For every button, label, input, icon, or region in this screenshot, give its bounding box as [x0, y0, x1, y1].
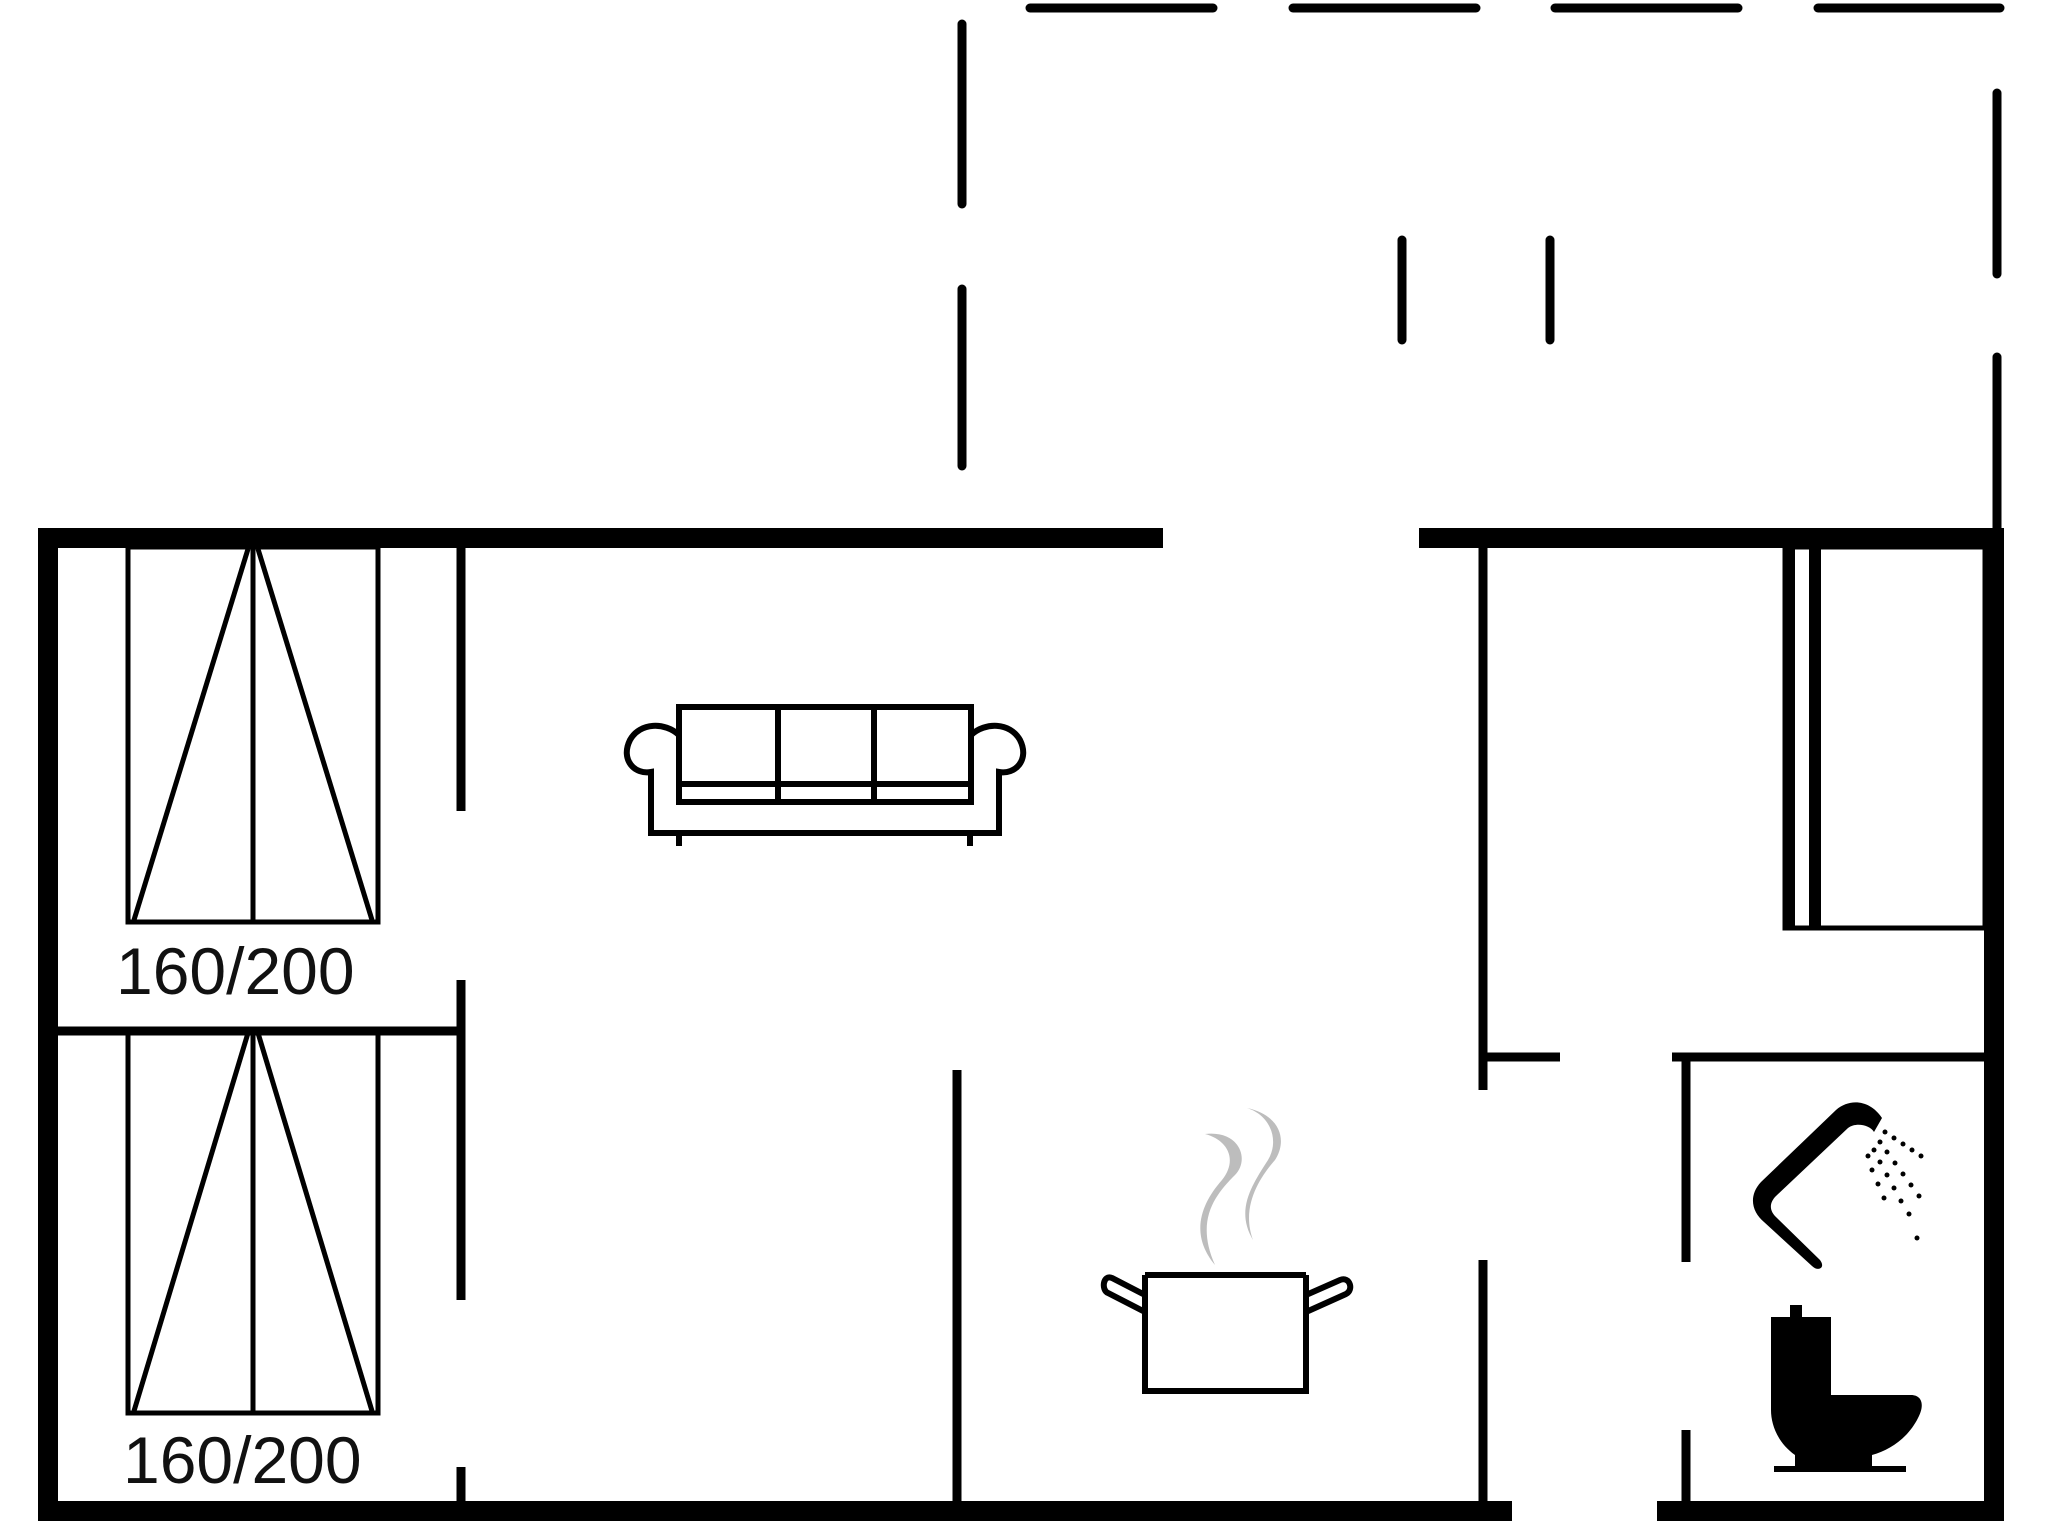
bed-size-label: 160/200: [116, 934, 355, 1008]
toilet-icon: [1771, 1305, 1922, 1472]
water-drops: [1865, 1129, 1924, 1241]
cooking-pot-icon: [1100, 1108, 1354, 1394]
interior-walls: [57, 547, 1985, 1502]
bed-size-label: 160/200: [123, 1423, 362, 1497]
sofa-icon: [623, 704, 1027, 846]
shower-icon: [1752, 1102, 1924, 1269]
bed-icon: [125, 544, 381, 925]
wardrobe-icon: [1782, 544, 1988, 931]
outer-walls: [38, 528, 2004, 1521]
terrace-outline: [957, 3, 2005, 535]
bed-icon: [125, 1028, 381, 1416]
